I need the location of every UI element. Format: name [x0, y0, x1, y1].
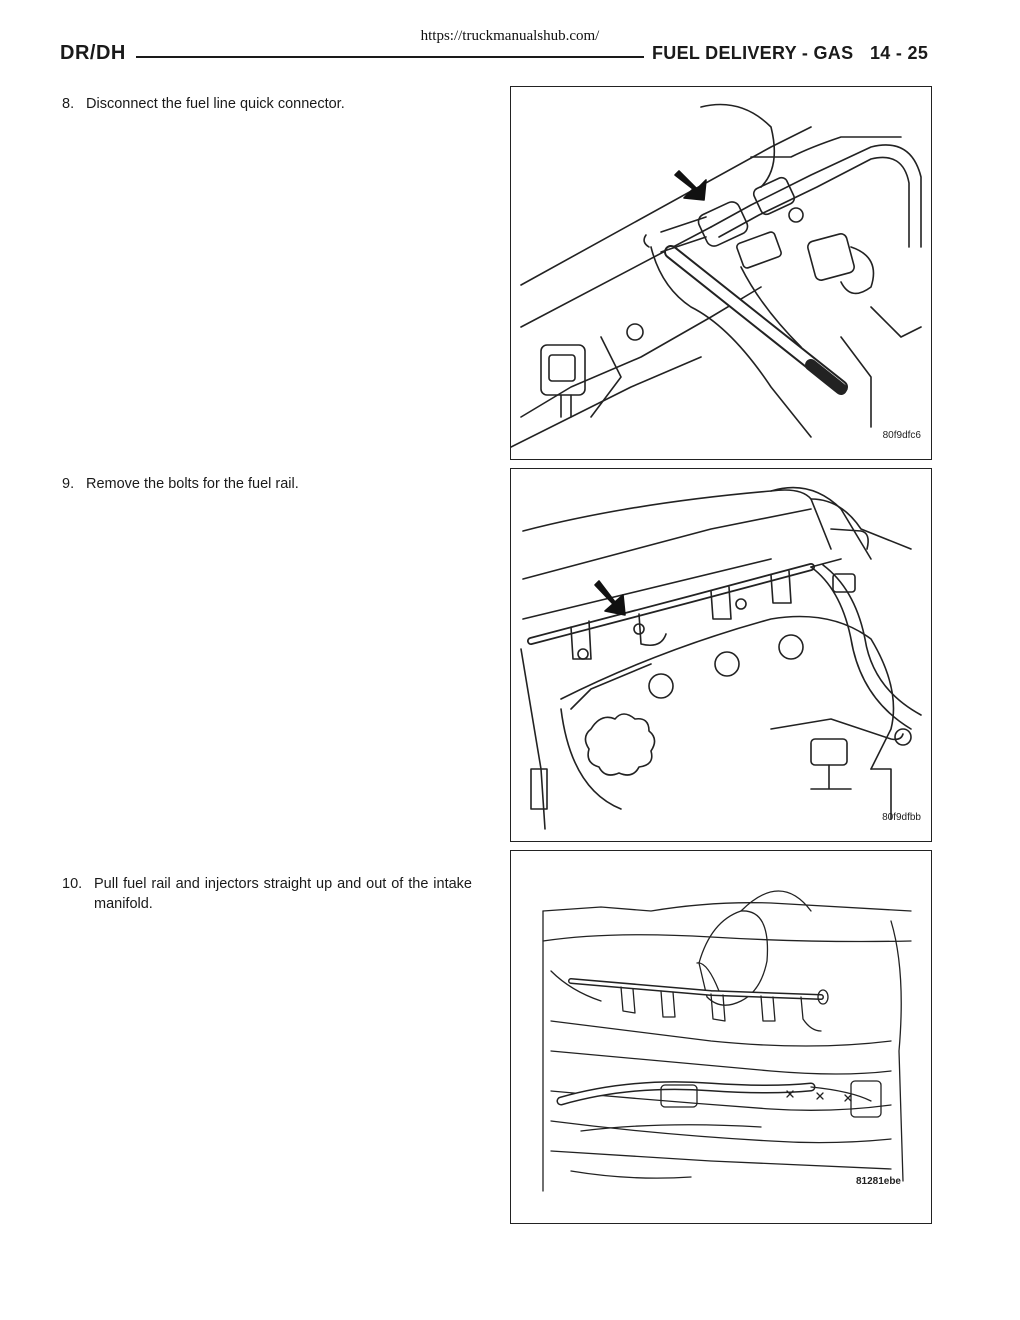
- header-rule: [136, 56, 644, 58]
- source-url[interactable]: https://truckmanualshub.com/: [420, 28, 600, 44]
- step-text: Disconnect the fuel line quick connector…: [86, 96, 345, 112]
- step-number: 9.: [62, 476, 75, 492]
- figure-code: 80f9dfc6: [882, 430, 921, 441]
- step-8: 8. Disconnect the fuel line quick connec…: [62, 94, 472, 114]
- figure-code: 80f9dfbb: [882, 812, 921, 823]
- figure-code: 81281ebe: [855, 1176, 901, 1187]
- figure-fuel-rail-bolts: 80f9dfbb: [510, 468, 932, 842]
- model-code: DR/DH: [60, 42, 126, 64]
- step-text: Pull fuel rail and injectors straight up…: [94, 876, 472, 912]
- step-9: 9. Remove the bolts for the fuel rail.: [62, 474, 472, 494]
- figure-remove-fuel-rail: 81281ebe: [510, 850, 932, 1224]
- engine-illustration: [511, 103, 922, 448]
- engine-illustration: [520, 486, 922, 830]
- step-number: 10.: [62, 876, 83, 892]
- step-text: Remove the bolts for the fuel rail.: [86, 476, 299, 492]
- section-title: FUEL DELIVERY - GAS: [652, 43, 854, 63]
- step-10: 10. Pull fuel rail and injectors straigh…: [62, 874, 472, 914]
- page-number: 14 - 25: [870, 43, 929, 63]
- engine-illustration: [542, 890, 912, 1192]
- figure-fuel-line-connector: 80f9dfc6: [510, 86, 932, 460]
- step-number: 8.: [62, 96, 75, 112]
